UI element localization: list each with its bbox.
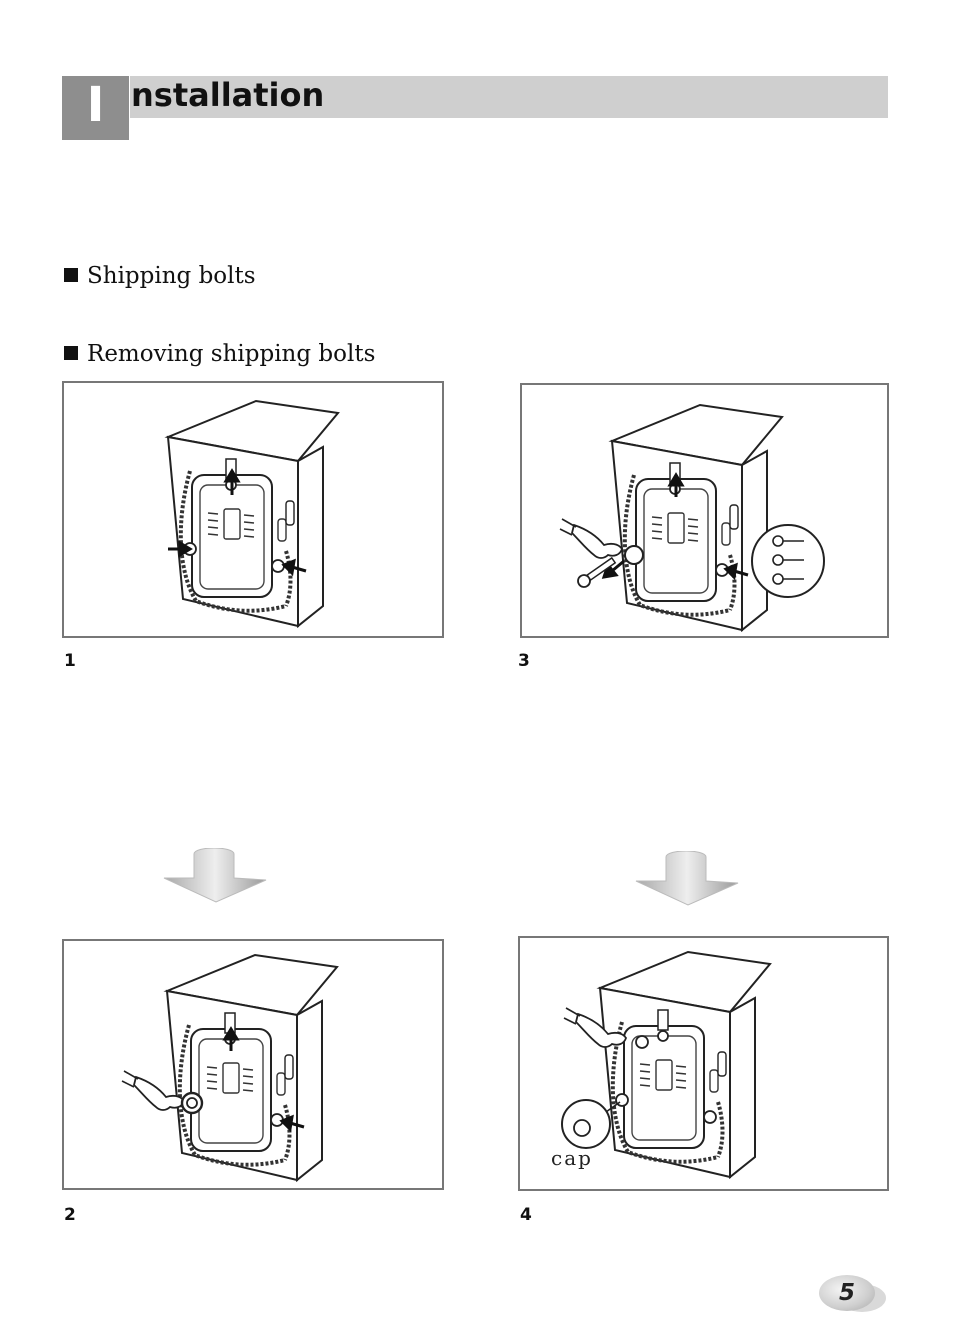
square-bullet-icon [64, 346, 78, 360]
square-bullet-icon [64, 268, 78, 282]
step-number-1: 1 [64, 651, 76, 671]
down-arrow-icon [163, 848, 267, 903]
section-heading-removing-bolts: Removing shipping bolts [64, 341, 375, 367]
illustration-step-1 [62, 381, 444, 638]
header-initial-letter: I [86, 77, 105, 133]
down-arrow-icon [635, 851, 739, 906]
section-heading-text: Shipping bolts [87, 263, 256, 289]
cap-callout-label: cap [551, 1146, 593, 1170]
step-number-2: 2 [64, 1205, 76, 1225]
illustration-step-3 [520, 383, 889, 638]
header-initial-block [62, 76, 129, 140]
step-number-3: 3 [518, 651, 530, 671]
page-number-badge: 5 [818, 1274, 888, 1314]
step-number-4: 4 [520, 1205, 532, 1225]
page-title: nstallation [131, 76, 325, 114]
illustration-step-2 [62, 939, 444, 1190]
illustration-step-4: cap [518, 936, 889, 1191]
section-heading-text: Removing shipping bolts [87, 341, 376, 367]
page-number: 5 [838, 1280, 855, 1306]
section-heading-shipping-bolts: Shipping bolts [64, 263, 256, 289]
header-bar [130, 76, 888, 118]
